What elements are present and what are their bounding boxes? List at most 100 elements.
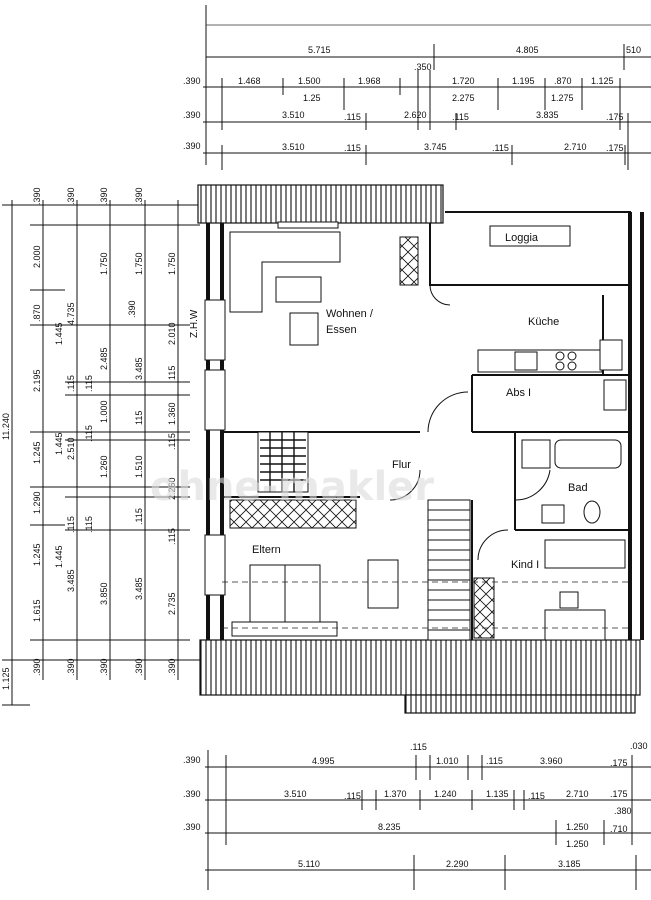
door-arc-abs bbox=[427, 391, 469, 433]
washbasin bbox=[541, 504, 565, 524]
bottom-dim-2-5: 1.135 bbox=[486, 789, 509, 799]
top-dim-2-7: .870 bbox=[554, 76, 572, 86]
left-dim-c2-1: 1.445 bbox=[54, 322, 64, 345]
left-dim-c2-8: 3.485 bbox=[66, 569, 76, 592]
bottom-dim-1-7: .030 bbox=[630, 741, 648, 751]
window-west-2 bbox=[204, 369, 226, 431]
top-dim-3-2: .115 bbox=[344, 112, 361, 122]
bottom-dim-3-3: .710 bbox=[610, 824, 628, 834]
left-dim-c1-0: .390 bbox=[32, 187, 42, 205]
room-label-eltern: Eltern bbox=[252, 544, 281, 556]
left-dim-c3-8: 3.850 bbox=[99, 582, 109, 605]
wall-loggia-outer bbox=[445, 211, 631, 285]
bottom-dim-2-6: .115 bbox=[528, 791, 545, 801]
top-dim-3-1: 3.510 bbox=[282, 110, 305, 120]
left-dim-c5-5: 2.260 bbox=[167, 477, 177, 500]
left-dim-c3-0: .390 bbox=[99, 187, 109, 205]
left-dim-c2-4: .115 bbox=[66, 375, 76, 392]
sofa bbox=[229, 231, 341, 313]
left-dim-c2-3: 1.445 bbox=[54, 432, 64, 455]
left-dim-c4-1: 1.750 bbox=[134, 252, 144, 275]
left-dim-c1-7: 1.615 bbox=[32, 599, 42, 622]
left-dim-c3-6: 1.260 bbox=[99, 455, 109, 478]
top-dim-2-3: 1.968 bbox=[358, 76, 381, 86]
left-dim-c2-5: 2.510 bbox=[66, 437, 76, 460]
left-dim-c4-2: .390 bbox=[127, 300, 137, 318]
bottom-dim-1-4: .115 bbox=[486, 756, 503, 766]
room-label-wohnen: Wohnen / bbox=[326, 308, 374, 320]
bottom-dim-1-5: 3.960 bbox=[540, 756, 563, 766]
left-dim-c1-8: .390 bbox=[32, 658, 42, 676]
top-dim-2-5: 1.720 bbox=[452, 76, 475, 86]
left-dim-c5-8: .390 bbox=[167, 658, 177, 676]
roof-top bbox=[197, 184, 444, 224]
top-dimension-chains: 5.715 4.805 510 .390 1.468 1.500 1.968 .… bbox=[183, 5, 651, 170]
roof-bottom-step bbox=[404, 694, 636, 714]
left-dim-c2-0: .390 bbox=[66, 187, 76, 205]
bottom-dimension-chains: .390 4.995 .115 1.010 .115 3.960 .175 .0… bbox=[183, 741, 651, 890]
stove-burner-4 bbox=[567, 361, 577, 371]
left-dim-c1-2: .870 bbox=[32, 304, 42, 322]
room-label-loggia: Loggia bbox=[505, 232, 539, 244]
toilet bbox=[583, 500, 601, 524]
door-arc-loggia bbox=[429, 284, 451, 306]
left-dim-c5-3: 1.360 bbox=[167, 402, 177, 425]
desk-kind bbox=[544, 609, 606, 641]
top-dim-1-3: 510 bbox=[626, 45, 641, 55]
staircase-upper bbox=[257, 431, 309, 493]
stove-burner-2 bbox=[567, 351, 577, 361]
left-dim-c5-2: 115 bbox=[167, 366, 177, 380]
stove-burner-3 bbox=[555, 361, 565, 371]
top-dim-4-1: 3.510 bbox=[282, 142, 305, 152]
door-arc-flur bbox=[389, 469, 421, 501]
chair-kind bbox=[559, 591, 579, 609]
top-dim-2-8: 1.125 bbox=[591, 76, 614, 86]
room-label-essen: Essen bbox=[326, 324, 357, 336]
watermark-text: ohne-makler bbox=[150, 464, 434, 510]
room-label-abs: Abs I bbox=[506, 387, 531, 399]
left-dim-c5-0: 1.750 bbox=[167, 252, 177, 275]
top-dim-3-3: 2.620 bbox=[404, 110, 427, 120]
top-dim-2-prefix: .390 bbox=[183, 76, 201, 86]
bottom-dim-2-3: 1.370 bbox=[384, 789, 407, 799]
dresser-eltern bbox=[367, 559, 399, 609]
bottom-dim-1-3: 1.010 bbox=[436, 756, 459, 766]
bottom-dim-3-2: 1.250 bbox=[566, 822, 589, 832]
top-dim-2-sub-3: 1.275 bbox=[551, 93, 574, 103]
bottom-dim-1-prefix: .390 bbox=[183, 755, 201, 765]
door-arc-kind bbox=[477, 529, 509, 561]
left-dim-c4-6: .115 bbox=[134, 508, 144, 525]
left-dim-c5-4: .115 bbox=[167, 433, 177, 450]
room-label-kind: Kind I bbox=[511, 559, 539, 571]
top-dim-2-1: 1.468 bbox=[238, 76, 261, 86]
shaft-wohnen bbox=[399, 236, 419, 286]
top-dim-3-prefix: .390 bbox=[183, 110, 201, 120]
top-dim-3-4: .115 bbox=[452, 112, 469, 122]
cabinet-abs bbox=[603, 379, 627, 411]
room-label-bad: Bad bbox=[568, 482, 588, 494]
bottom-dim-2-9: .380 bbox=[614, 806, 632, 816]
fridge bbox=[599, 339, 623, 371]
bottom-dim-2-8: .175 bbox=[610, 789, 628, 799]
loggia-box bbox=[489, 225, 571, 247]
left-dim-c1-6: 1.245 bbox=[32, 543, 42, 566]
left-dim-c5-1: 2.010 bbox=[167, 322, 177, 345]
top-dim-1-2: 4.805 bbox=[516, 45, 539, 55]
top-dim-3-5: 3.835 bbox=[536, 110, 559, 120]
roof-bottom bbox=[199, 639, 641, 696]
left-dim-c4-3: 3.485 bbox=[134, 357, 144, 380]
bench-eltern bbox=[231, 621, 338, 637]
top-dim-4-5: 2.710 bbox=[564, 142, 587, 152]
top-dim-2-2: 1.500 bbox=[298, 76, 321, 86]
left-dim-c3-3: .115 bbox=[84, 375, 94, 392]
window-west-3 bbox=[204, 534, 226, 596]
bottom-dim-4-2: 2.290 bbox=[446, 859, 469, 869]
bottom-dim-2-2: .115 bbox=[344, 791, 361, 801]
left-dim-bottom-offset: 1.125 bbox=[1, 667, 11, 690]
room-label-flur: Flur bbox=[392, 459, 411, 471]
bathtub bbox=[554, 439, 622, 469]
top-dim-4-6: .175 bbox=[606, 143, 624, 153]
left-dim-c5-7: 2.735 bbox=[167, 592, 177, 615]
bed-kind bbox=[544, 539, 626, 569]
